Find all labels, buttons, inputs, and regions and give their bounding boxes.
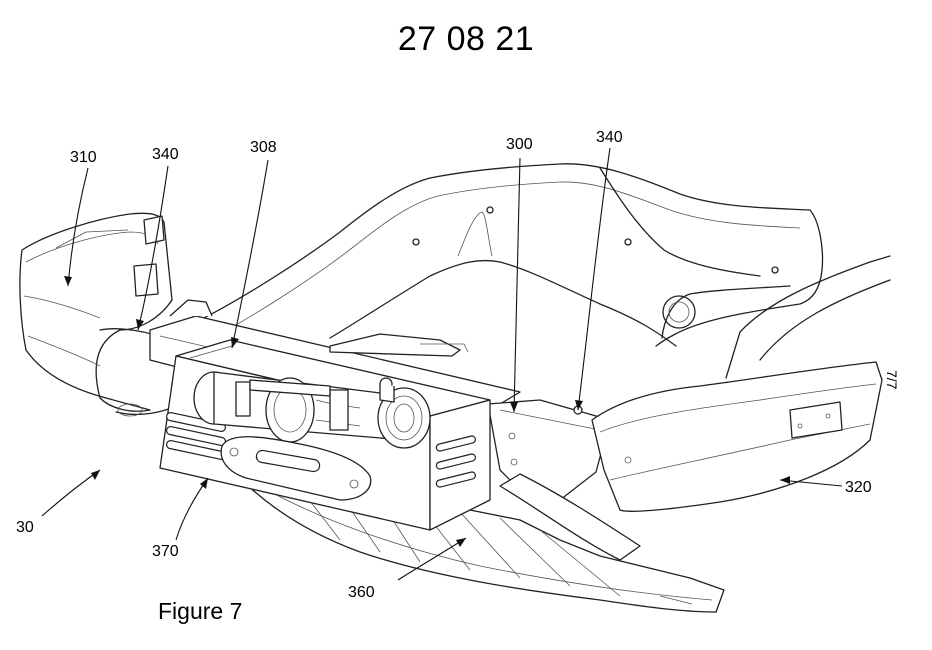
chassis-frame (195, 163, 891, 379)
fairlead (220, 436, 372, 501)
callout-label: 340 (152, 146, 179, 163)
right-bumper-end (591, 361, 883, 512)
callout-leaders (41, 147, 843, 581)
callout-label: 308 (250, 139, 277, 156)
callout-label: 310 (70, 149, 97, 166)
page-number: 7/7 (884, 370, 900, 390)
callout-label: 360 (348, 584, 375, 601)
callout-label: 30 (16, 519, 34, 536)
sheet-date-header: 27 08 21 (397, 20, 535, 58)
left-bumper-end (19, 212, 187, 417)
callout-label: 320 (845, 479, 872, 496)
callout-label: 370 (152, 543, 179, 560)
winch-housing (159, 339, 491, 531)
callout-label: 300 (506, 136, 533, 153)
callout-labels: 310 340 308 300 340 320 30 370 360 (16, 129, 872, 601)
winch-drum (193, 371, 431, 449)
figure-caption: Figure 7 (158, 598, 243, 624)
callout-label: 340 (596, 129, 623, 146)
